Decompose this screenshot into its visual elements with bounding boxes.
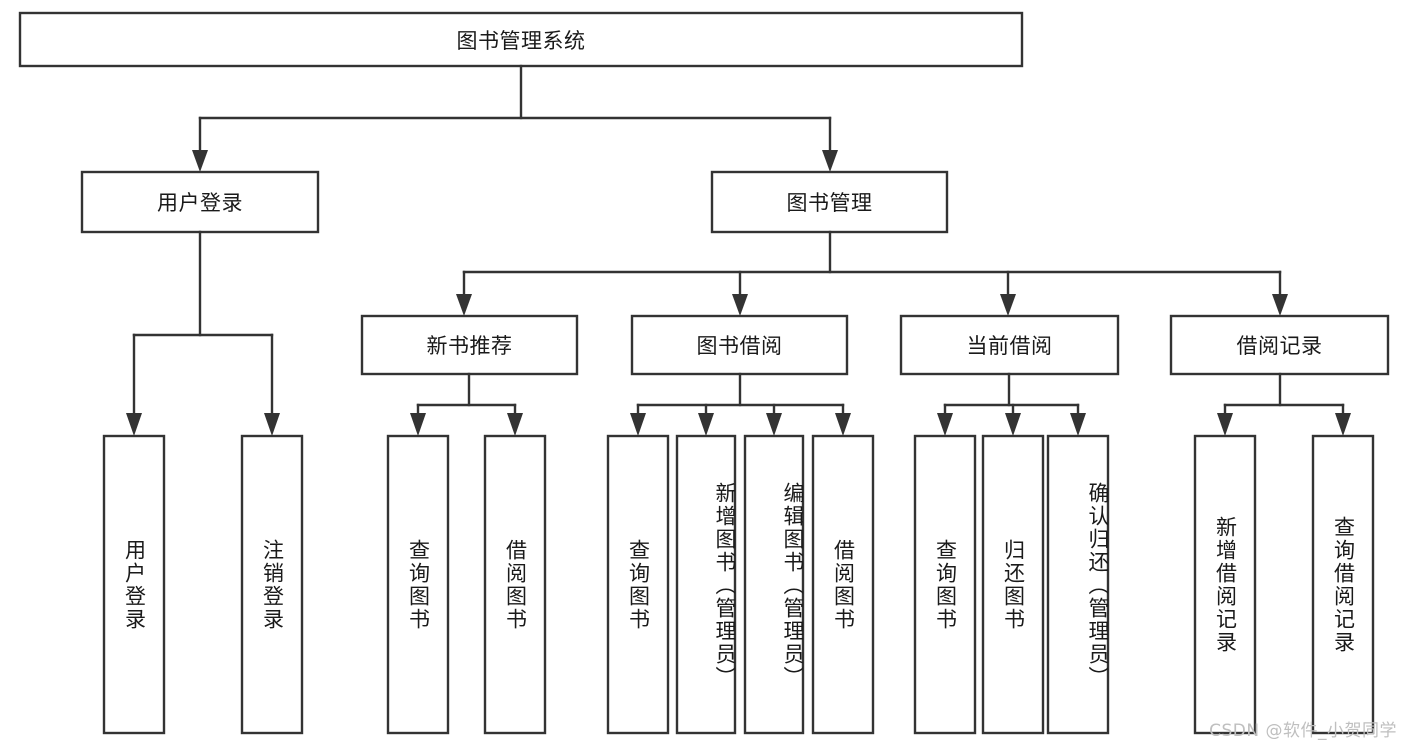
arrowhead-borrow-leaf-4: [835, 413, 851, 436]
arrowhead-current-leaf-2: [1005, 413, 1021, 436]
leaf-box-borrow-add[interactable]: [675, 434, 737, 735]
arrowhead-recommend-leaf-1: [410, 413, 426, 436]
leaf-box-current-confirm-return[interactable]: [1046, 434, 1110, 735]
arrowhead-borrow-leaf-2: [698, 413, 714, 436]
leaf-box-borrow-lend[interactable]: [811, 434, 875, 735]
leaf-box-user-login-login[interactable]: [102, 434, 166, 735]
leaf-box-record-add[interactable]: [1193, 434, 1257, 735]
arrowhead-current-leaf-3: [1070, 413, 1086, 436]
arrowhead-record-leaf-2: [1335, 413, 1351, 436]
arrowhead-user-login: [192, 150, 208, 172]
arrowhead-book-management: [822, 150, 838, 172]
node-box-new-book-recommend[interactable]: [360, 314, 579, 376]
leaf-box-recommend-borrow[interactable]: [483, 434, 547, 735]
leaf-box-current-query[interactable]: [913, 434, 977, 735]
leaf-box-borrow-query[interactable]: [606, 434, 670, 735]
arrowhead-borrow-leaf-1: [630, 413, 646, 436]
leaf-box-recommend-query[interactable]: [386, 434, 450, 735]
leaf-box-record-query[interactable]: [1311, 434, 1375, 735]
arrowhead-recommend-leaf-2: [507, 413, 523, 436]
arrowhead-user-login-leaf-1: [126, 413, 142, 436]
arrowhead-current-borrow: [1000, 294, 1016, 316]
node-box-book-management[interactable]: [710, 170, 949, 234]
node-box-user-login[interactable]: [80, 170, 320, 234]
arrowhead-new-book-recommend: [456, 294, 472, 316]
node-box-book-borrow[interactable]: [630, 314, 849, 376]
arrowhead-borrow-leaf-3: [766, 413, 782, 436]
arrowhead-user-login-leaf-2: [264, 413, 280, 436]
node-box-current-borrow[interactable]: [899, 314, 1120, 376]
arrowhead-book-borrow: [732, 294, 748, 316]
leaf-box-borrow-edit[interactable]: [743, 434, 805, 735]
arrowhead-record-leaf-1: [1217, 413, 1233, 436]
node-box-root[interactable]: [18, 11, 1024, 68]
arrowhead-borrow-record: [1272, 294, 1288, 316]
arrowhead-current-leaf-1: [937, 413, 953, 436]
leaf-box-current-return[interactable]: [981, 434, 1045, 735]
leaf-box-user-login-logout[interactable]: [240, 434, 304, 735]
node-box-borrow-record[interactable]: [1169, 314, 1390, 376]
